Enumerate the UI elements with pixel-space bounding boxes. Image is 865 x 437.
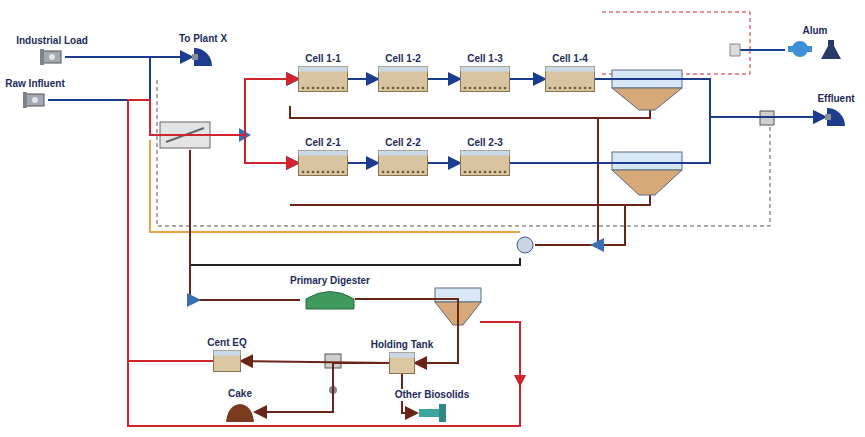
small-symbol bbox=[213, 350, 241, 372]
ras-pipe bbox=[290, 195, 650, 205]
flow-connector bbox=[48, 79, 298, 135]
dashed-line bbox=[157, 80, 770, 226]
unit-label: Cent EQ bbox=[206, 337, 247, 349]
tank-symbol bbox=[298, 66, 348, 92]
sink-symbol bbox=[825, 106, 847, 128]
flow-arrow bbox=[519, 380, 521, 381]
ras-pipe bbox=[290, 106, 650, 118]
tee bbox=[730, 44, 740, 56]
process-unit: Cell 2-2 bbox=[378, 137, 428, 176]
tank-symbol bbox=[378, 150, 428, 176]
bio-symbol bbox=[417, 402, 447, 424]
clarifier bbox=[612, 70, 682, 110]
unit-label: Cell 2-2 bbox=[384, 137, 422, 149]
tank-symbol bbox=[298, 150, 348, 176]
cake-symbol bbox=[225, 401, 255, 423]
tank-symbol bbox=[460, 150, 510, 176]
unit-label: Cake bbox=[227, 388, 253, 400]
splitter bbox=[590, 238, 604, 252]
process-unit: Raw Influent bbox=[4, 78, 65, 109]
flow-connector bbox=[128, 100, 298, 361]
unit-label: Industrial Load bbox=[15, 35, 89, 47]
unit-label: Cell 1-3 bbox=[466, 53, 504, 65]
unit-label: Cell 1-4 bbox=[551, 53, 589, 65]
flow-connector bbox=[510, 78, 545, 80]
process-unit: Cell 1-2 bbox=[378, 53, 428, 92]
return-pipe bbox=[128, 100, 520, 426]
flow-connector bbox=[65, 57, 298, 163]
dashed-line bbox=[600, 12, 750, 50]
process-unit: To Plant X bbox=[178, 33, 228, 68]
flow-connector bbox=[355, 299, 458, 363]
unit-label: To Plant X bbox=[178, 33, 228, 45]
unit-label: Cell 1-1 bbox=[304, 53, 342, 65]
process-unit: Holding Tank bbox=[370, 339, 435, 374]
pump bbox=[517, 237, 533, 253]
flow-connector bbox=[255, 363, 389, 412]
tank-symbol bbox=[460, 66, 510, 92]
sludge-pipe bbox=[190, 150, 300, 300]
flow-connector bbox=[65, 57, 298, 135]
ras-pipe bbox=[535, 244, 598, 246]
flow-connector bbox=[428, 162, 460, 164]
orange-pipe bbox=[150, 140, 520, 232]
unit-label: Other Biosolids bbox=[394, 389, 470, 401]
dig-symbol bbox=[305, 288, 355, 310]
tank-symbol bbox=[378, 66, 428, 92]
splitter bbox=[187, 293, 201, 307]
process-unit: Cell 1-1 bbox=[298, 53, 348, 92]
unit-label: Cell 2-3 bbox=[466, 137, 504, 149]
flow-connector bbox=[348, 78, 378, 80]
unit-label: Alum bbox=[802, 25, 829, 37]
sink-symbol bbox=[192, 46, 214, 68]
unit-label: Primary Digester bbox=[289, 275, 371, 287]
process-unit: Cell 1-3 bbox=[460, 53, 510, 92]
small-symbol bbox=[389, 352, 415, 374]
process-unit: Cell 2-3 bbox=[460, 137, 510, 176]
tank-symbol bbox=[545, 66, 595, 92]
alum-symbol bbox=[786, 38, 844, 60]
process-unit: Cent EQ bbox=[206, 337, 247, 372]
flow-connector bbox=[128, 79, 298, 361]
unit-label: Cell 1-2 bbox=[384, 53, 422, 65]
process-unit: Primary Digester bbox=[289, 275, 371, 310]
flow-connector bbox=[348, 162, 378, 164]
process-unit: Other Biosolids bbox=[394, 389, 470, 424]
unit-label: Effluent bbox=[816, 93, 855, 105]
src-symbol bbox=[39, 48, 65, 66]
clarifier bbox=[612, 152, 682, 195]
ras-pipe bbox=[597, 118, 599, 245]
process-unit: Alum bbox=[786, 25, 844, 60]
flow-connector bbox=[510, 117, 825, 163]
process-unit: Cell 1-4 bbox=[545, 53, 595, 92]
process-unit: Effluent bbox=[816, 93, 855, 128]
process-unit: Cake bbox=[225, 388, 255, 423]
flow-connector bbox=[595, 79, 825, 117]
flow-connector bbox=[48, 100, 298, 163]
process-unit: Cell 2-1 bbox=[298, 137, 348, 176]
unit-label: Holding Tank bbox=[370, 339, 435, 351]
process-unit: Industrial Load bbox=[15, 35, 89, 66]
unit-label: Cell 2-1 bbox=[304, 137, 342, 149]
unit-label: Raw Influent bbox=[4, 78, 65, 90]
src-symbol bbox=[22, 91, 48, 109]
flow-connector bbox=[428, 78, 460, 80]
